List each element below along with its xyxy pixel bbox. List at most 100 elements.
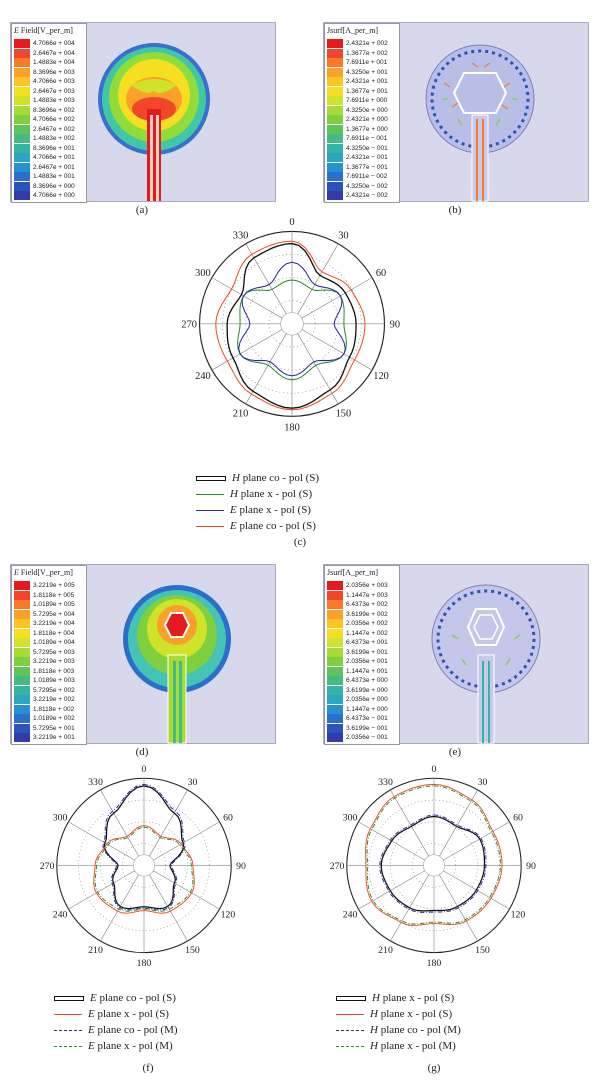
legend-item: H plane x - pol (S) [196,486,319,502]
polar-spoke [358,870,425,910]
legend-swatch [327,96,343,106]
legend-value: 1.3677e + 002 [346,49,388,57]
panel-a-legend-title: E Field[V_per_m] [14,26,73,35]
legend-value: 2.4321e − 001 [346,154,388,162]
legend-swatch [327,181,343,191]
legend-item: E plane x - pol (S) [54,1006,178,1022]
legend-line-sample [336,1013,364,1015]
legend-value: 3.2219e + 001 [33,734,75,742]
legend-row: 5.7295e + 004 [12,609,86,620]
caption-f: (f) [142,1062,154,1074]
legend-swatch [327,609,343,619]
legend-value: 2.0356e + 001 [346,658,388,666]
polar-spoke [149,789,188,857]
legend-swatch [14,581,30,590]
legend-swatch [14,115,30,125]
legend-item: H plane x - pol (M) [336,1038,461,1054]
legend-swatch [14,143,30,153]
panel-e-current-plot [431,584,541,744]
legend-swatch [327,105,343,115]
legend-value: 1.8118e + 002 [33,705,75,713]
legend-value: 2.6467e + 003 [33,87,75,95]
polar-angle-label: 210 [88,945,103,956]
legend-row: 1.3677e − 001 [325,162,399,173]
legend-value: 1.4883e + 003 [33,97,75,105]
legend-row: 3.2219e + 004 [12,618,86,629]
legend-swatch [14,590,30,600]
legend-line-sample [196,525,224,527]
legend-swatch [327,124,343,134]
caption-d: (d) [135,746,149,758]
legend-swatch [14,172,30,182]
legend-value: 1.8118e + 005 [33,591,75,599]
legend-swatch [327,115,343,125]
legend-value: 2.6467e + 001 [33,163,75,171]
legend-row: 2.0356e − 001 [325,732,399,743]
polar-series-line [379,814,487,913]
panel-e-color-legend: Jsurf[A_per_m] 2.0356e + 003 1.1447e + 00… [324,565,400,745]
legend-swatch [14,619,30,629]
legend-swatch [14,39,30,48]
legend-value: 2.0356e + 003 [346,582,388,589]
legend-row: 3.6199e + 002 [325,609,399,620]
legend-value: 1.8118e + 004 [33,629,75,637]
legend-value: 4.3250e − 001 [346,144,388,152]
legend-value: 1.1447e + 000 [346,705,388,713]
polar-angle-label: 60 [513,813,523,824]
legend-line-sample [54,995,84,1001]
legend-swatch [14,657,30,667]
legend-swatch [14,676,30,686]
legend-row: 3.6199e + 001 [325,647,399,658]
legend-swatch [14,48,30,58]
legend-row: 2.6467e + 004 [12,48,86,59]
legend-value: 1.1447e + 003 [346,591,388,599]
legend-line-sample [336,995,366,1001]
legend-f: E plane co - pol (S)E plane x - pol (S)E… [54,990,178,1054]
panel-e-legend-title: Jsurf[A_per_m] [327,568,379,577]
legend-swatch [14,124,30,134]
legend-row: 4.7066e + 000 [12,190,86,201]
legend-value: 2.4321e − 002 [346,192,388,200]
legend-value: 4.3250e − 002 [346,182,388,190]
polar-angle-label: 120 [511,909,526,920]
legend-swatch [327,647,343,657]
legend-row: 7.6911e + 001 [325,57,399,68]
polar-angle-label: 270 [181,320,197,331]
legend-row: 3.6199e − 001 [325,723,399,734]
legend-swatch [14,704,30,714]
polar-angle-label: 150 [475,945,490,956]
legend-row: 2.0356e + 003 [325,580,399,591]
polar-spoke [443,821,510,861]
legend-value: 2.0356e + 002 [346,620,388,628]
legend-row: 2.6467e + 002 [12,124,86,135]
polar-center [280,312,304,336]
legend-value: 3.6199e + 002 [346,610,388,618]
legend-swatch [327,86,343,96]
legend-value: 6.4373e + 002 [346,601,388,609]
polar-angle-label: 90 [390,320,400,331]
legend-value: 7.6911e + 000 [346,97,388,105]
legend-value: 4.3250e + 001 [346,68,388,76]
legend-swatch [14,685,30,695]
polar-angle-label: 270 [40,861,55,872]
legend-row: 1.1447e + 001 [325,666,399,677]
legend-swatch [327,666,343,676]
legend-row: 1.8118e + 004 [12,628,86,639]
polar-angle-label: 330 [88,777,103,788]
legend-value: 5.7295e + 001 [33,724,75,732]
legend-g: H plane x - pol (S)H plane x - pol (S)H … [336,990,461,1054]
legend-value: 4.7066e + 002 [33,116,75,124]
legend-row: 6.4373e − 001 [325,713,399,724]
polar-angle-label: 90 [236,861,246,872]
legend-value: 2.0356e + 000 [346,696,388,704]
polar-spoke [245,243,287,315]
legend-line-sample [54,1013,82,1015]
legend-item: H plane co - pol (S) [196,470,319,486]
legend-swatch [14,666,30,676]
polar-angle-label: 60 [376,268,386,279]
